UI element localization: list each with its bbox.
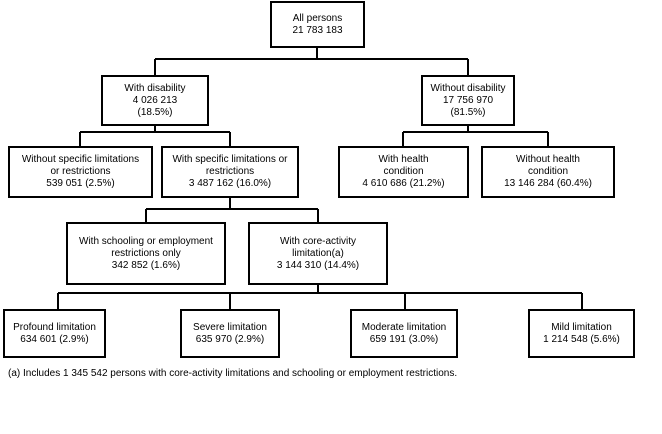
node-with-health: With health condition 4 610 686 (21.2%) <box>338 146 469 198</box>
node-without-specific-line1: Without specific limitations <box>21 154 140 165</box>
node-schooling-only-value: 342 852 (1.6%) <box>111 259 181 271</box>
footnote: (a) Includes 1 345 542 persons with core… <box>8 368 458 379</box>
node-moderate-label: Moderate limitation <box>361 321 447 333</box>
node-without-health-line1: Without health <box>516 154 580 165</box>
node-without-specific-value: 539 051 (2.5%) <box>46 178 115 189</box>
node-profound-value: 634 601 (2.9%) <box>20 333 89 345</box>
node-profound: Profound limitation 634 601 (2.9%) <box>3 309 106 358</box>
node-without-health-line2: condition <box>527 166 569 177</box>
node-profound-label: Profound limitation <box>13 321 96 333</box>
node-with-disability-label: With disability <box>124 82 186 94</box>
node-without-health-value: 13 146 284 (60.4%) <box>504 178 592 189</box>
node-with-specific: With specific limitations or restriction… <box>161 146 299 198</box>
node-with-disability: With disability 4 026 213 (18.5%) <box>101 75 209 126</box>
node-schooling-only: With schooling or employment restriction… <box>66 222 226 285</box>
node-mild-label: Mild limitation <box>551 321 612 333</box>
node-core-activity: With core-activity limitation(a) 3 144 3… <box>248 222 388 285</box>
node-mild-value: 1 214 548 (5.6%) <box>543 333 620 345</box>
node-with-health-line1: With health <box>378 154 429 165</box>
node-without-specific-line2: or restrictions <box>50 166 111 177</box>
node-schooling-only-line1: With schooling or employment <box>79 235 213 247</box>
node-core-activity-line1: With core-activity <box>279 235 357 247</box>
node-severe-label: Severe limitation <box>193 321 267 333</box>
node-schooling-only-line2: restrictions only <box>111 247 181 259</box>
node-with-health-line2: condition <box>383 166 424 177</box>
node-mild: Mild limitation 1 214 548 (5.6%) <box>528 309 635 358</box>
node-without-disability-pct: (81.5%) <box>450 106 486 118</box>
node-with-specific-line2: restrictions <box>205 166 255 177</box>
node-with-disability-pct: (18.5%) <box>137 106 173 118</box>
node-with-disability-value: 4 026 213 <box>132 94 178 106</box>
node-core-activity-value: 3 144 310 (14.4%) <box>276 259 360 271</box>
node-without-specific: Without specific limitations or restrict… <box>8 146 153 198</box>
node-severe: Severe limitation 635 970 (2.9%) <box>180 309 280 358</box>
node-all-persons-value: 21 783 183 <box>292 24 343 36</box>
node-severe-value: 635 970 (2.9%) <box>195 333 265 345</box>
node-without-disability: Without disability 17 756 970 (81.5%) <box>421 75 515 126</box>
node-with-specific-line1: With specific limitations or <box>172 154 288 165</box>
node-with-health-value: 4 610 686 (21.2%) <box>362 178 445 189</box>
node-moderate-value: 659 191 (3.0%) <box>369 333 439 345</box>
node-without-disability-label: Without disability <box>430 82 506 94</box>
node-without-disability-value: 17 756 970 <box>442 94 494 106</box>
node-without-health: Without health condition 13 146 284 (60.… <box>481 146 615 198</box>
node-all-persons: All persons 21 783 183 <box>270 1 365 48</box>
node-all-persons-label: All persons <box>292 12 343 24</box>
node-with-specific-value: 3 487 162 (16.0%) <box>188 178 272 189</box>
node-moderate: Moderate limitation 659 191 (3.0%) <box>350 309 458 358</box>
node-core-activity-line2: limitation(a) <box>292 247 344 259</box>
